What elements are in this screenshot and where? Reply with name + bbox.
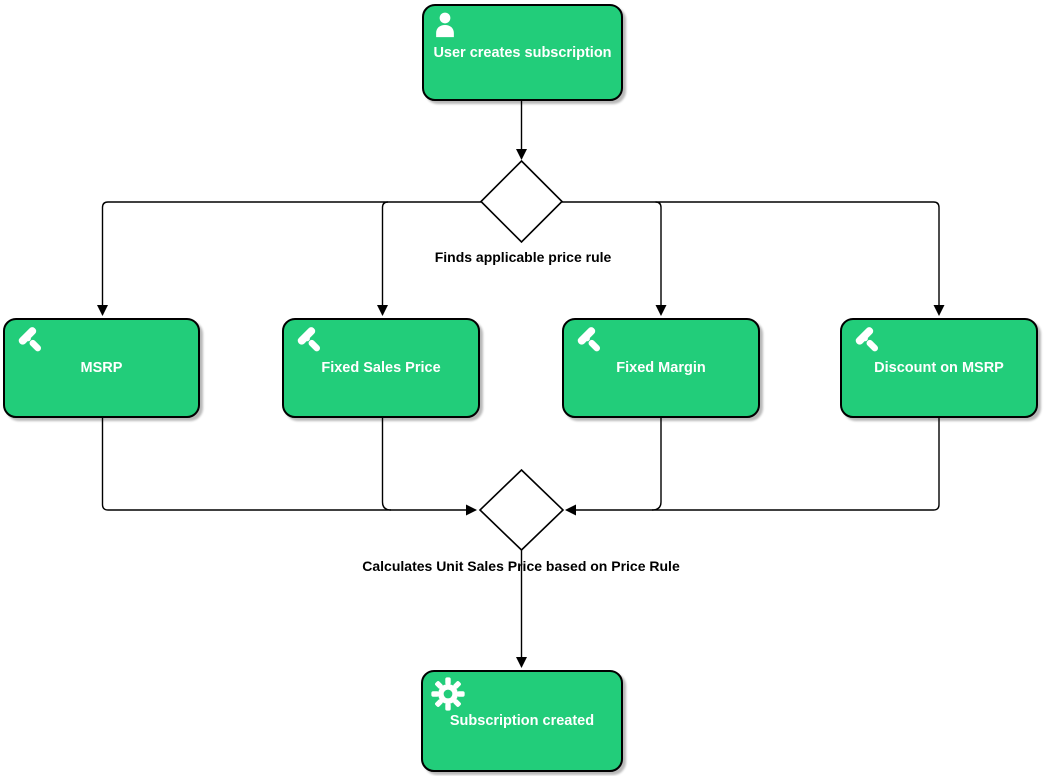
connector-gateway1-to-msrp (97, 201, 481, 316)
gavel-icon (291, 324, 327, 360)
node-user-creates-subscription: User creates subscription (422, 4, 623, 101)
gateway-diamond-calculate-price (478, 468, 565, 552)
connector-msrp-to-gateway2 (101, 418, 477, 516)
connector-gateway1-to-fixed-sales-price (377, 201, 389, 316)
node-label: Fixed Sales Price (321, 360, 441, 376)
gavel-icon (849, 324, 885, 360)
node-label: Subscription created (449, 713, 595, 729)
node-label: MSRP (80, 360, 123, 376)
gavel-icon (571, 324, 607, 360)
user-icon (431, 10, 459, 42)
connector-fixed-margin-to-gateway2 (651, 418, 662, 511)
gear-icon (430, 676, 466, 712)
edge-label-finds-rule: Finds applicable price rule (434, 249, 612, 265)
connector-fixed-sales-price-to-gateway2 (381, 418, 392, 511)
node-label: Fixed Margin (616, 360, 706, 376)
node-discount-on-msrp: Discount on MSRP (840, 318, 1038, 418)
gavel-icon (12, 324, 48, 360)
node-fixed-sales-price: Fixed Sales Price (282, 318, 480, 418)
node-msrp: MSRP (3, 318, 200, 418)
edge-label-calculates-price: Calculates Unit Sales Price based on Pri… (362, 558, 680, 574)
node-fixed-margin: Fixed Margin (562, 318, 760, 418)
connector-gateway1-to-discount-on-msrp (562, 201, 945, 316)
gateway-diamond-price-rule (479, 159, 564, 244)
node-label: User creates subscription (433, 44, 612, 61)
connector-discount-on-msrp-to-gateway2 (565, 418, 940, 516)
node-subscription-created: Subscription created (421, 670, 623, 772)
connector-gateway1-to-fixed-margin (655, 201, 667, 316)
node-label: Discount on MSRP (874, 360, 1004, 376)
